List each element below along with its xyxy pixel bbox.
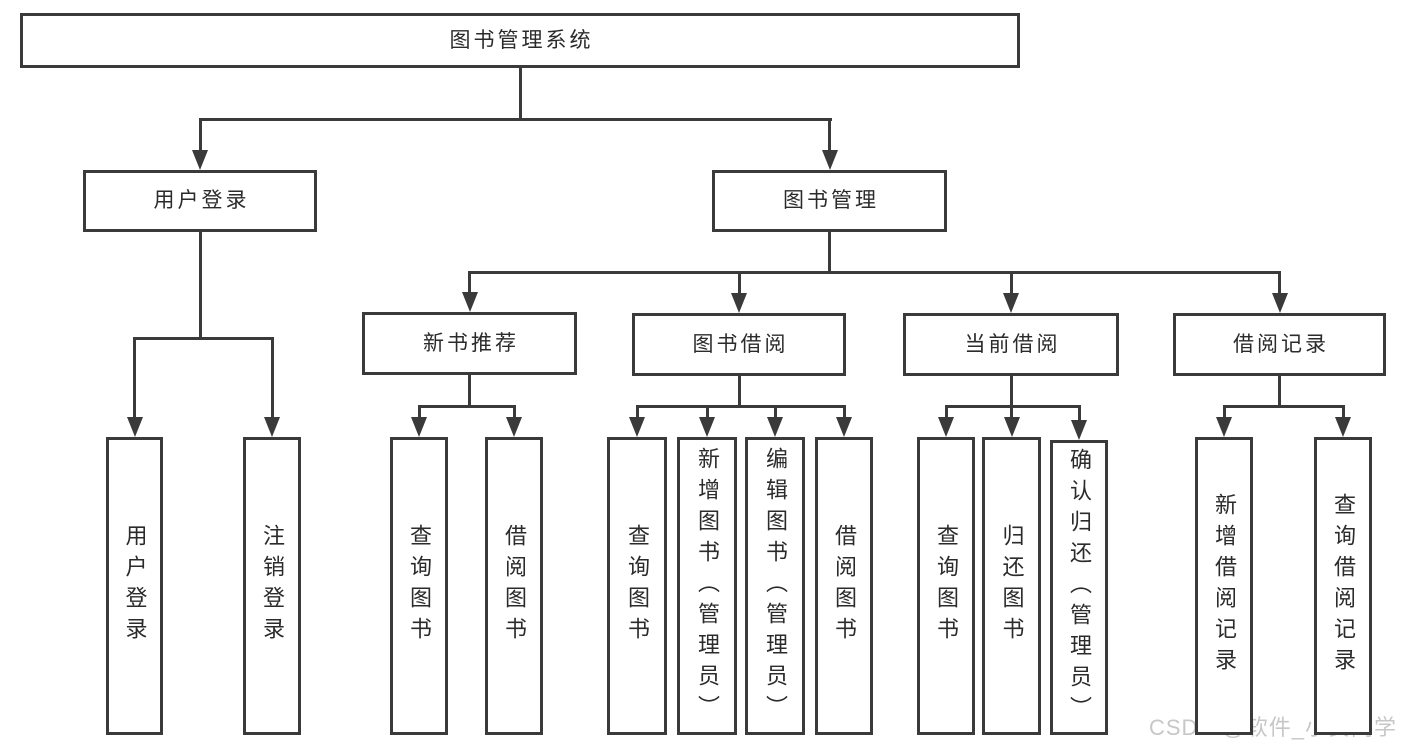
node-rec-query: 查询图书	[390, 437, 448, 735]
connector-drop	[774, 405, 777, 417]
connector-bus	[468, 271, 1281, 274]
connector-bus	[133, 337, 274, 340]
arrow-down-icon	[1071, 420, 1087, 440]
connector-bus	[945, 405, 1081, 408]
node-label: 当前借阅	[964, 332, 1061, 356]
node-b-query: 查询图书	[607, 437, 667, 735]
node-rec-borrow: 借阅图书	[485, 437, 543, 735]
connector-stem	[828, 232, 831, 274]
node-borrow: 图书借阅	[632, 313, 846, 376]
node-label: 查询图书	[934, 524, 959, 648]
arrow-down-icon	[767, 417, 783, 437]
node-label: 借阅图书	[832, 524, 857, 648]
node-record: 借阅记录	[1173, 313, 1386, 376]
connector-bus	[1223, 405, 1345, 408]
node-c-query: 查询图书	[917, 437, 975, 735]
connector-drop	[468, 271, 471, 292]
node-label: 用户登录	[122, 524, 148, 648]
arrow-down-icon	[629, 417, 645, 437]
arrow-down-icon	[731, 293, 747, 313]
node-b-edit: 编辑图书（管理员）	[745, 437, 805, 735]
node-rec: 新书推荐	[362, 312, 577, 375]
connector-drop	[1010, 405, 1013, 417]
arrow-down-icon	[938, 417, 954, 437]
connector-stem	[1278, 376, 1281, 408]
connector-drop	[1342, 405, 1345, 417]
arrow-down-icon	[264, 417, 280, 437]
connector-stem	[199, 232, 202, 340]
node-label: 新书推荐	[423, 331, 519, 355]
connector-bus	[418, 405, 516, 408]
arrow-down-icon	[699, 417, 715, 437]
node-label: 查询图书	[625, 524, 650, 648]
node-u-logout: 注销登录	[243, 437, 301, 735]
node-label: 查询借阅记录	[1331, 493, 1356, 679]
connector-drop	[1078, 405, 1081, 420]
node-label: 图书管理	[783, 189, 879, 213]
node-mgmt: 图书管理	[712, 170, 947, 232]
node-b-add: 新增图书（管理员）	[677, 437, 737, 735]
connector-drop	[1278, 271, 1281, 293]
connector-stem	[519, 68, 522, 121]
connector-drop	[945, 405, 948, 417]
node-label: 图书借阅	[692, 332, 789, 356]
connector-stem	[738, 376, 741, 408]
connector-drop	[828, 118, 831, 150]
node-label: 借阅记录	[1233, 332, 1329, 356]
arrow-down-icon	[1004, 417, 1020, 437]
connector-drop	[271, 337, 274, 417]
node-b-borrow: 借阅图书	[815, 437, 873, 735]
node-label: 图书管理系统	[449, 28, 594, 52]
node-root: 图书管理系统	[20, 13, 1020, 68]
arrow-down-icon	[462, 292, 478, 312]
node-label: 新增借阅记录	[1212, 493, 1237, 679]
connector-drop	[418, 405, 421, 417]
node-label: 查询图书	[407, 524, 432, 648]
connector-drop	[706, 405, 709, 417]
node-r-query: 查询借阅记录	[1314, 437, 1372, 735]
connector-drop	[1010, 271, 1013, 293]
node-label: 注销登录	[260, 524, 285, 648]
connector-drop	[843, 405, 846, 417]
arrow-down-icon	[1272, 293, 1288, 313]
connector-drop	[636, 405, 639, 417]
connector-drop	[513, 405, 516, 417]
arrow-down-icon	[1003, 293, 1019, 313]
node-login: 用户登录	[83, 170, 317, 232]
node-label: 新增图书（管理员）	[695, 446, 720, 726]
node-label: 编辑图书（管理员）	[763, 446, 788, 726]
arrow-down-icon	[127, 417, 143, 437]
connector-bus	[636, 405, 846, 408]
arrow-down-icon	[411, 417, 427, 437]
connector-drop	[133, 337, 136, 417]
arrow-down-icon	[822, 150, 838, 170]
node-c-confirm: 确认归还（管理员）	[1050, 440, 1108, 735]
arrow-down-icon	[506, 417, 522, 437]
node-current: 当前借阅	[903, 313, 1119, 376]
node-r-add: 新增借阅记录	[1195, 437, 1253, 735]
node-label: 用户登录	[153, 189, 250, 213]
connector-drop	[1223, 405, 1226, 417]
arrow-down-icon	[1216, 417, 1232, 437]
arrow-down-icon	[192, 150, 208, 170]
connector-drop	[199, 118, 202, 150]
node-label: 借阅图书	[502, 524, 527, 648]
node-label: 确认归还（管理员）	[1067, 448, 1092, 727]
connector-drop	[738, 271, 741, 293]
connector-stem	[468, 375, 471, 408]
node-label: 归还图书	[999, 524, 1025, 648]
node-u-login: 用户登录	[106, 437, 163, 735]
arrow-down-icon	[1335, 417, 1351, 437]
arrow-down-icon	[836, 417, 852, 437]
connector-bus	[199, 118, 832, 121]
node-c-return: 归还图书	[982, 437, 1041, 735]
connector-stem	[1010, 376, 1013, 408]
